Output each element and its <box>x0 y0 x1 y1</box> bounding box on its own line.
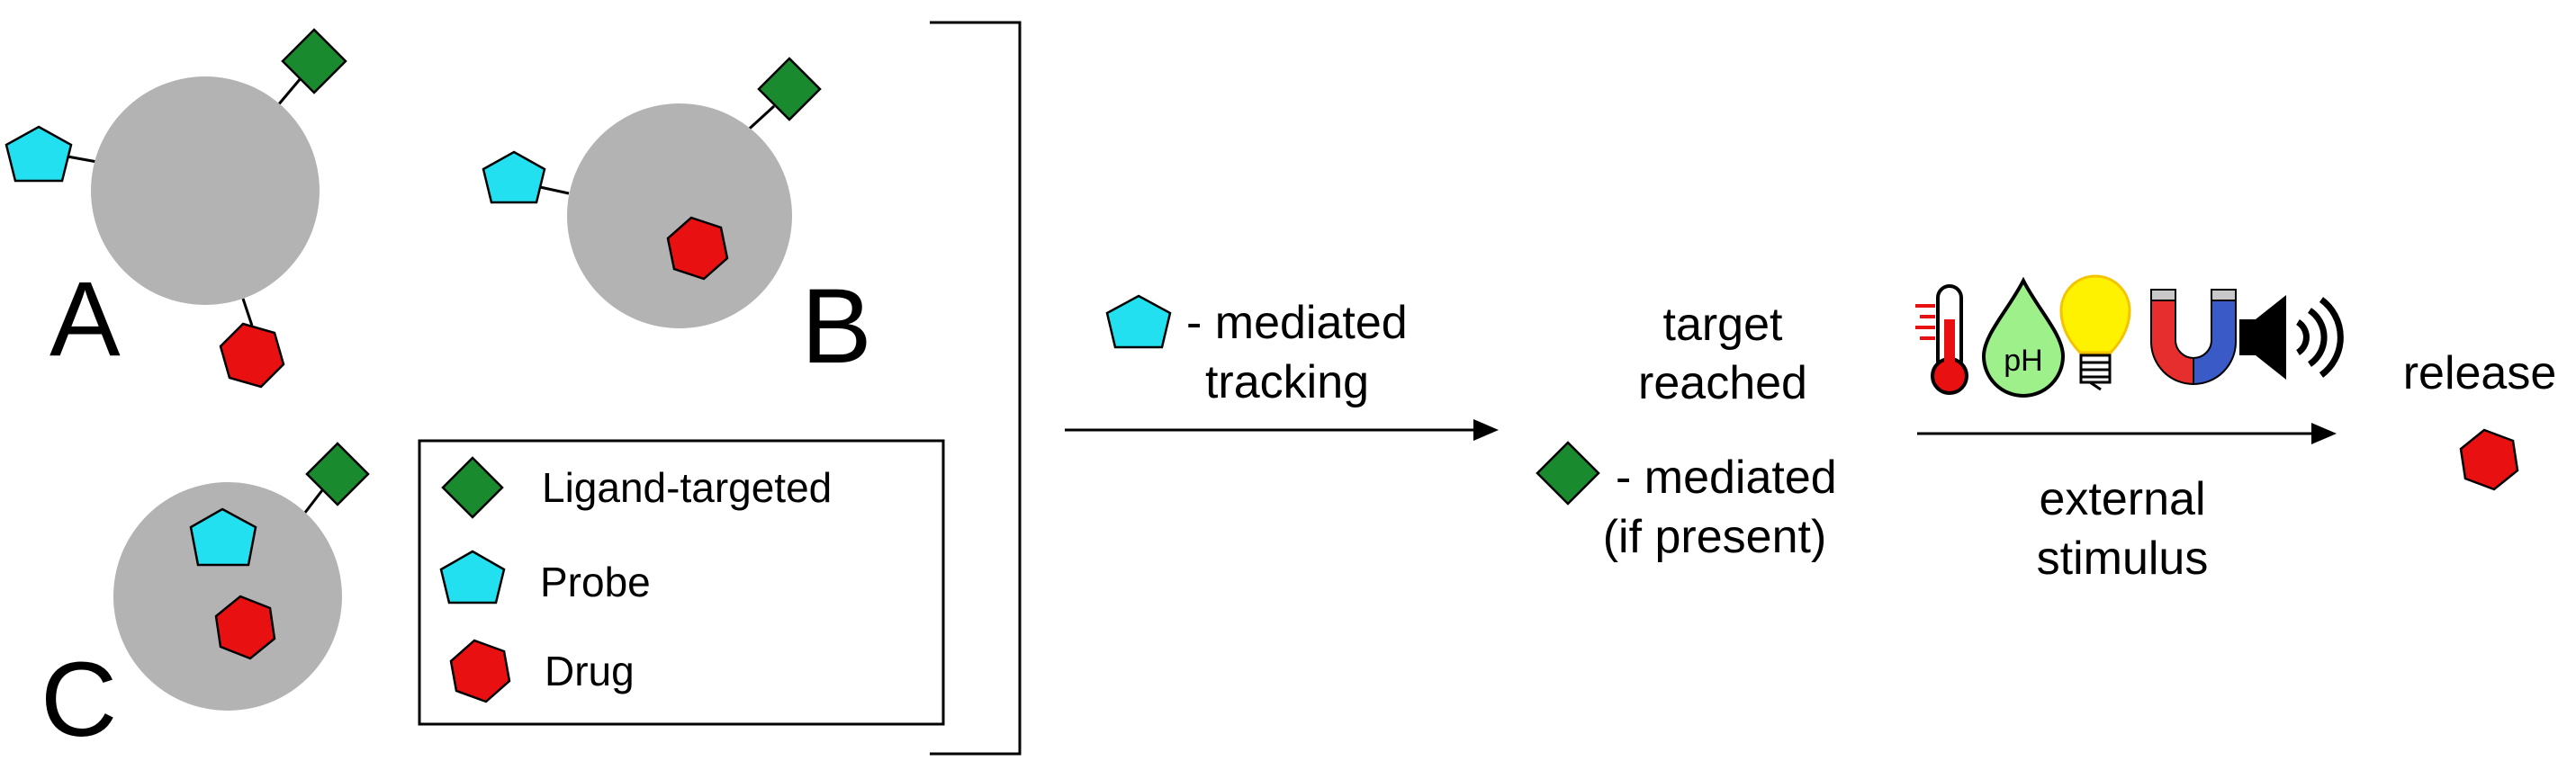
drug-icon <box>2459 428 2519 491</box>
probe-icon <box>5 125 73 183</box>
magnet-icon <box>2150 289 2237 386</box>
legend-ligand-icon <box>441 456 504 519</box>
ph-drop-icon: pH <box>1981 276 2066 398</box>
target-line4: (if present) <box>1603 511 1827 563</box>
legend-ligand-label: Ligand-targeted <box>542 464 832 511</box>
tracking-line1: - mediated <box>1186 297 1408 349</box>
release-label: release <box>2403 347 2557 399</box>
ligand-icon <box>1536 441 1600 506</box>
drug-icon <box>214 595 276 660</box>
tracking-line2: tracking <box>1205 356 1369 408</box>
particle-b-sphere <box>567 103 792 328</box>
legend-drug-icon <box>449 639 511 703</box>
ligand-icon <box>305 442 370 506</box>
speaker-icon <box>2239 295 2344 380</box>
drug-icon <box>219 322 285 389</box>
legend-drug-label: Drug <box>545 648 635 694</box>
particle-c: C <box>41 442 370 759</box>
legend-probe-icon <box>439 550 506 604</box>
group-bracket <box>930 21 1022 756</box>
step-tracking: - mediated tracking <box>1065 294 1499 441</box>
arrow-2-head <box>2311 423 2337 444</box>
drug-icon <box>666 216 729 281</box>
step-release: release <box>2403 347 2557 491</box>
stimulus-line1: external <box>2040 473 2206 525</box>
ligand-icon <box>281 28 347 94</box>
particle-a: A <box>5 28 347 389</box>
particle-b-label: B <box>801 267 872 386</box>
step-stimulus: pH external stimulus <box>1915 274 2344 585</box>
probe-icon <box>482 150 546 204</box>
thermometer-icon <box>1915 284 1968 395</box>
light-bulb-icon <box>2059 274 2131 391</box>
particle-c-sphere <box>113 482 342 711</box>
ph-label: pH <box>2004 344 2042 378</box>
particle-a-label: A <box>50 260 121 379</box>
legend-probe-label: Probe <box>540 559 651 605</box>
probe-icon <box>189 507 257 567</box>
particle-a-sphere <box>91 76 320 305</box>
ligand-icon <box>757 57 822 121</box>
step-target: target reached - mediated (if present) <box>1536 299 1837 563</box>
arrow-1-head <box>1473 419 1499 441</box>
particle-b: B <box>482 57 872 386</box>
target-line2: reached <box>1638 357 1807 409</box>
target-line3: - mediated <box>1616 452 1837 504</box>
target-line1: target <box>1663 299 1784 351</box>
stimulus-line2: stimulus <box>2037 533 2209 585</box>
particle-c-label: C <box>41 640 117 759</box>
probe-icon <box>1105 294 1172 349</box>
legend: Ligand-targeted Probe Drug <box>418 439 945 726</box>
